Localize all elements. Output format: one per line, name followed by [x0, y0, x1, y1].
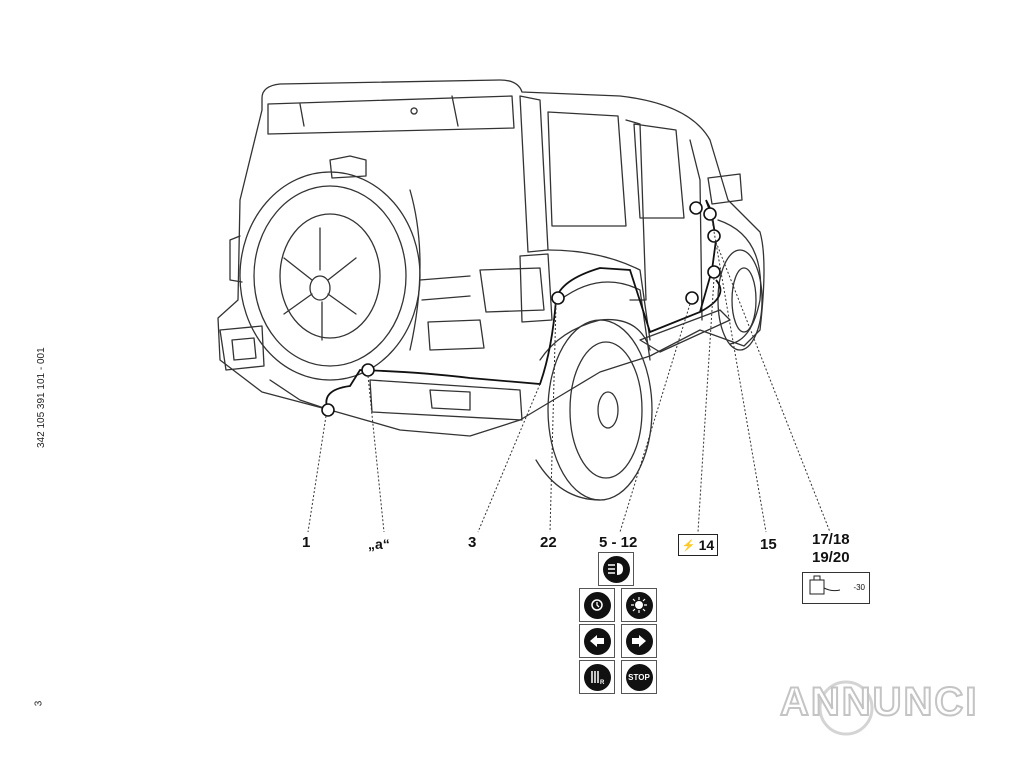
callout-22: 22: [540, 534, 557, 551]
watermark: ANNUNCI: [766, 670, 1002, 740]
callout-5-12: 5 - 12: [599, 534, 638, 551]
point-1: [321, 403, 335, 417]
brake-warning-icon: [625, 591, 653, 619]
turn-left-tile: [579, 624, 615, 658]
page-number: 3: [33, 700, 45, 707]
callout-15: 15: [760, 536, 777, 553]
stop-label: STOP: [628, 672, 650, 682]
point-15-a: [689, 201, 703, 215]
callout-3: 3: [468, 534, 477, 551]
point-22: [551, 291, 565, 305]
fog-light-tile: [598, 552, 634, 586]
reverse-light-tile: R: [579, 660, 615, 694]
callout-19-20: 19/20: [812, 549, 850, 566]
brake-warning-tile: [621, 588, 657, 622]
wiring-harness: [325, 199, 722, 411]
stop-light-icon: STOP: [625, 663, 653, 691]
fog-light-icon: [602, 555, 630, 583]
position-light-icon: [583, 591, 611, 619]
spark-icon: ⚡: [681, 539, 696, 552]
svg-text:R: R: [600, 680, 605, 685]
position-light-tile: [579, 588, 615, 622]
socket-label: -30: [853, 583, 865, 592]
socket-legend-box: -30: [802, 572, 870, 604]
point-15-b: [703, 207, 717, 221]
point-17: [707, 229, 721, 243]
callout-14-box: ⚡ 14: [678, 534, 718, 556]
vehicle-body: [217, 79, 765, 437]
socket-pictogram: [809, 575, 841, 595]
point-a: [361, 363, 375, 377]
document-code: 342 105 391 101 - 001: [32, 318, 52, 448]
turn-left-icon: [583, 627, 611, 655]
reverse-light-icon: R: [583, 663, 611, 691]
turn-right-tile: [621, 624, 657, 658]
front-wheel: [717, 249, 763, 351]
callout-a: „a“: [368, 536, 390, 552]
turn-right-icon: [625, 627, 653, 655]
callout-17-18: 17/18: [812, 531, 850, 548]
stop-light-tile: STOP: [621, 660, 657, 694]
point-5-12: [685, 291, 699, 305]
callout-14: 14: [698, 537, 715, 553]
callout-1: 1: [302, 534, 311, 551]
point-14: [707, 265, 721, 279]
connection-points: [321, 201, 721, 417]
spare-wheel: [239, 171, 421, 381]
watermark-text: ANNUNCI: [779, 679, 979, 725]
rear-wheel: [535, 318, 653, 501]
leader-lines: [307, 219, 831, 533]
watermark-logo: [818, 680, 874, 736]
document-code-text: 342 105 391 101 - 001: [36, 347, 47, 448]
